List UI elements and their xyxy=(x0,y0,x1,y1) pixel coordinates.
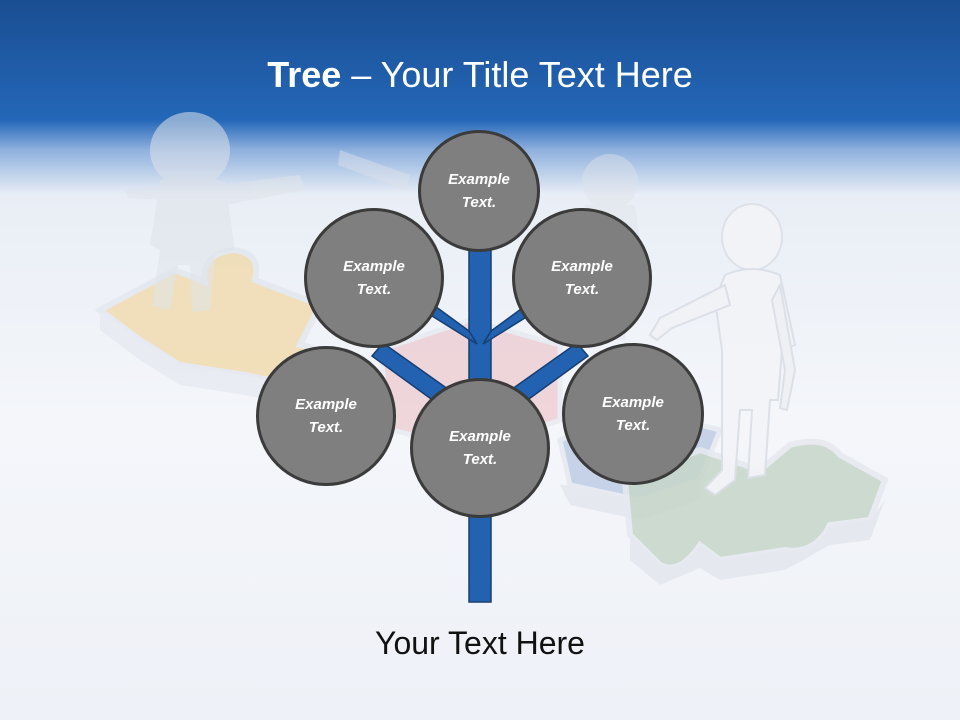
figure-left xyxy=(125,112,305,312)
node-line2: Text. xyxy=(461,194,497,211)
title-bold: Tree xyxy=(267,54,342,95)
title-separator: – xyxy=(341,54,381,95)
node-line2: Text. xyxy=(615,417,651,434)
figure-right xyxy=(648,203,797,497)
node-line2: Text. xyxy=(356,281,392,298)
title-text: Your Title Text Here xyxy=(380,54,693,95)
node-line2: Text. xyxy=(462,451,498,468)
caption-text: Your Text Here xyxy=(375,625,585,661)
node-line1: Example xyxy=(449,428,511,445)
node-line1: Example xyxy=(343,258,405,275)
slide-title: Tree – Your Title Text Here xyxy=(0,52,960,98)
node-line1: Example xyxy=(448,171,510,188)
puzzle-piece-green xyxy=(621,438,889,585)
node-line2: Text. xyxy=(564,281,600,298)
node-line1: Example xyxy=(295,396,357,413)
node-line1: Example xyxy=(602,394,664,411)
node-line2: Text. xyxy=(308,419,344,436)
node-line1: Example xyxy=(551,258,613,275)
